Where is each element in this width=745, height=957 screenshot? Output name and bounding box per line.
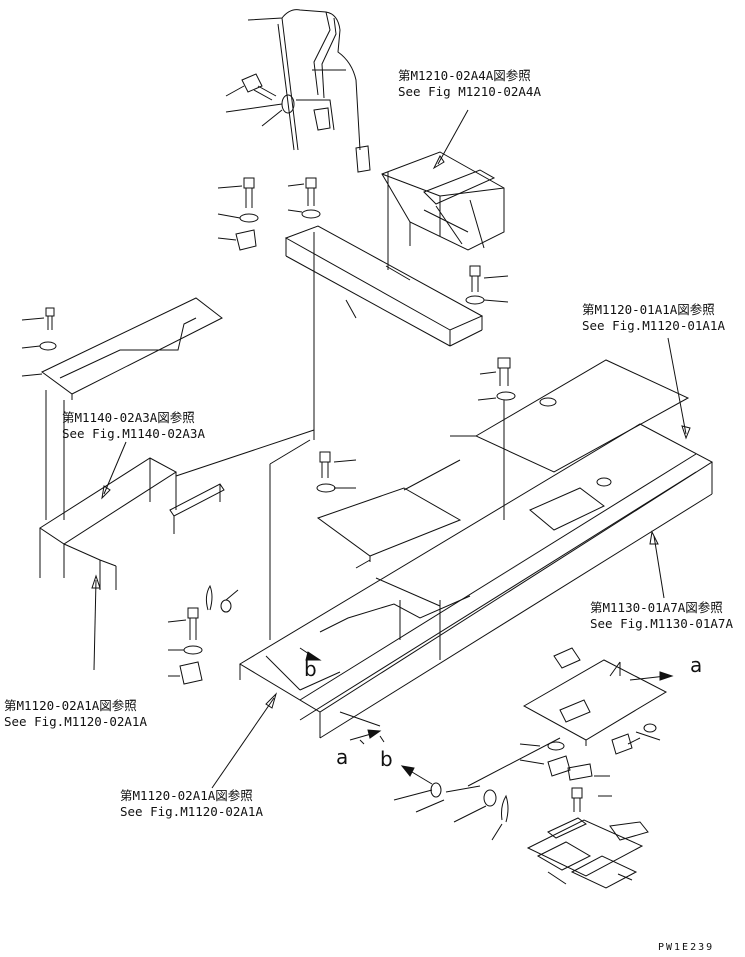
ref-m1140-jp: 第M1140-02A3A図参照 <box>62 410 195 425</box>
ref-m1120-01-en: See Fig.M1120-01A1A <box>582 318 725 333</box>
ref-m1130-en: See Fig.M1130-01A7A <box>590 616 733 631</box>
step-plate <box>519 647 668 812</box>
ref-m1120-02-left-en: See Fig.M1120-02A1A <box>4 714 147 729</box>
drawing-code: PW1E239 <box>658 942 715 953</box>
console-bracket <box>381 151 505 251</box>
upper-crossbar <box>284 225 484 347</box>
marker-b-upper: b <box>304 657 317 681</box>
handrail-bolt <box>225 73 295 127</box>
bolt-set-crossbar-right <box>465 265 509 305</box>
ref-m1120-02-center-en: See Fig.M1120-02A1A <box>120 804 263 819</box>
marker-a-right: a <box>690 653 703 677</box>
floor-mats <box>526 817 649 889</box>
ref-m1140-en: See Fig.M1140-02A3A <box>62 426 205 441</box>
ref-m1120-01-jp: 第M1120-01A1A図参照 <box>582 302 715 317</box>
ref-m1130-jp: 第M1130-01A7A図参照 <box>590 600 723 615</box>
callout-leaders <box>91 109 691 789</box>
marker-arrows <box>299 647 674 785</box>
marker-b-lower: b <box>380 747 393 771</box>
lower-fasteners <box>393 737 561 841</box>
ref-m1210-jp: 第M1210-02A4A図参照 <box>398 68 531 83</box>
bolt-set-lower-left <box>167 584 239 685</box>
left-cover-plate <box>21 297 223 400</box>
main-frame <box>239 423 713 745</box>
ref-m1120-02-left-jp: 第M1120-02A1A図参照 <box>4 698 137 713</box>
left-frame <box>39 457 225 590</box>
ref-m1210-en: See Fig M1210-02A4A <box>398 84 541 99</box>
ref-m1120-02-center-jp: 第M1120-02A1A図参照 <box>120 788 253 803</box>
bolt-set-upper-left <box>217 177 321 251</box>
right-top-cover <box>450 357 690 473</box>
handrail <box>247 9 371 173</box>
marker-a-lower: a <box>336 745 349 769</box>
middle-cover-plate <box>316 451 462 569</box>
leader-lines <box>45 172 505 660</box>
